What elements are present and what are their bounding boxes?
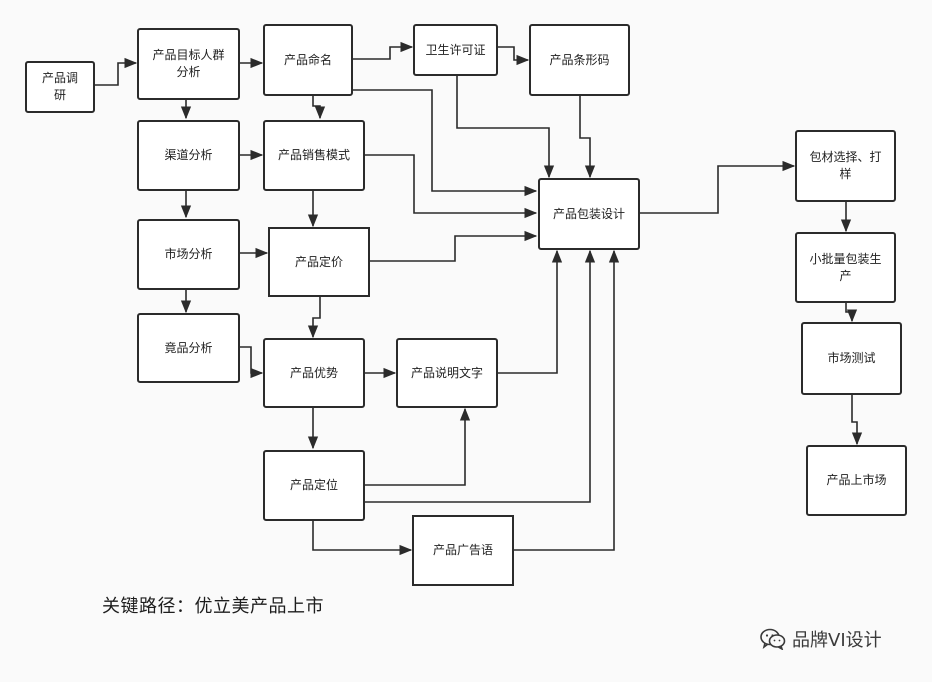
node-sales-mode: 产品销售模式 [263,120,365,191]
node-barcode: 产品条形码 [529,24,630,96]
node-target: 产品目标人群分析 [137,28,240,100]
edge-sales-package [365,154,538,219]
edge-barcode-package [579,96,596,179]
edge-package-material [640,160,796,214]
node-market: 市场分析 [137,219,240,290]
diagram-caption: 关键路径：优立美产品上市 [102,596,324,617]
node-channel: 渠道分析 [137,120,240,191]
edge-test-launch [851,395,863,446]
edge-slogan-package [514,249,620,551]
edge-naming-sales [312,96,326,120]
node-launch: 产品上市场 [806,445,907,516]
node-competition: 竟品分析 [137,313,240,383]
node-license: 卫生许可证 [413,24,498,76]
edge-smallbatch-test [845,303,858,323]
wechat-icon [760,628,786,650]
edge-license-barcode [498,46,530,66]
edge-positioning-package [365,249,596,503]
edge-pricing-package [370,230,538,262]
node-market-test: 市场测试 [801,322,902,395]
node-pricing: 产品定价 [268,227,370,297]
node-package-design: 产品包装设计 [538,178,640,250]
node-small-batch: 小批量包装生产 [795,232,896,303]
edge-naming-package [353,89,538,197]
edge-naming-license [353,41,414,60]
watermark-text: 品牌VI设计 [792,630,882,651]
node-naming: 产品命名 [263,24,353,96]
edge-positioning-slogan [312,521,413,556]
edge-pricing-advantage [307,297,321,339]
node-advantage: 产品优势 [263,338,365,408]
node-description: 产品说明文字 [396,338,498,408]
edge-license-package [456,76,555,179]
node-research: 产品调研 [25,61,95,113]
watermark: 品牌VI设计 [760,626,882,652]
edge-positioning-description [365,407,471,486]
node-positioning: 产品定位 [263,450,365,521]
edge-description-package [498,249,563,374]
edge-competition-advantage [240,346,264,379]
node-slogan: 产品广告语 [412,515,514,586]
node-material: 包材选择、打样 [795,130,896,202]
edge-research-target [95,57,138,86]
